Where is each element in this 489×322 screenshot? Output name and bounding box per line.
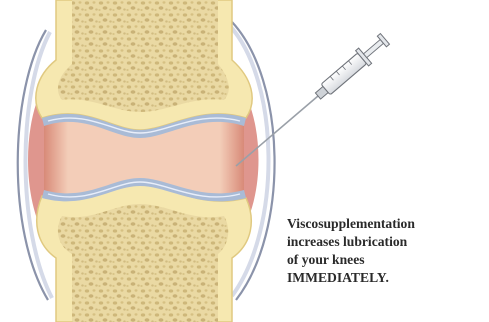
syringe-icon bbox=[236, 31, 391, 166]
lower-spongy-bone bbox=[58, 204, 228, 322]
lower-bone bbox=[37, 178, 252, 322]
caption-line: increases lubrication bbox=[287, 233, 487, 251]
caption-line: of your knees bbox=[287, 251, 487, 269]
syringe-barrel bbox=[321, 53, 367, 95]
syringe-plunger-rod bbox=[364, 40, 384, 58]
upper-bone bbox=[36, 0, 252, 138]
caption-line: Viscosupplementation bbox=[287, 215, 487, 233]
caption-text: Viscosupplementation increases lubricati… bbox=[287, 215, 487, 287]
caption-line: IMMEDIATELY. bbox=[287, 269, 487, 287]
upper-spongy-bone bbox=[58, 0, 229, 112]
